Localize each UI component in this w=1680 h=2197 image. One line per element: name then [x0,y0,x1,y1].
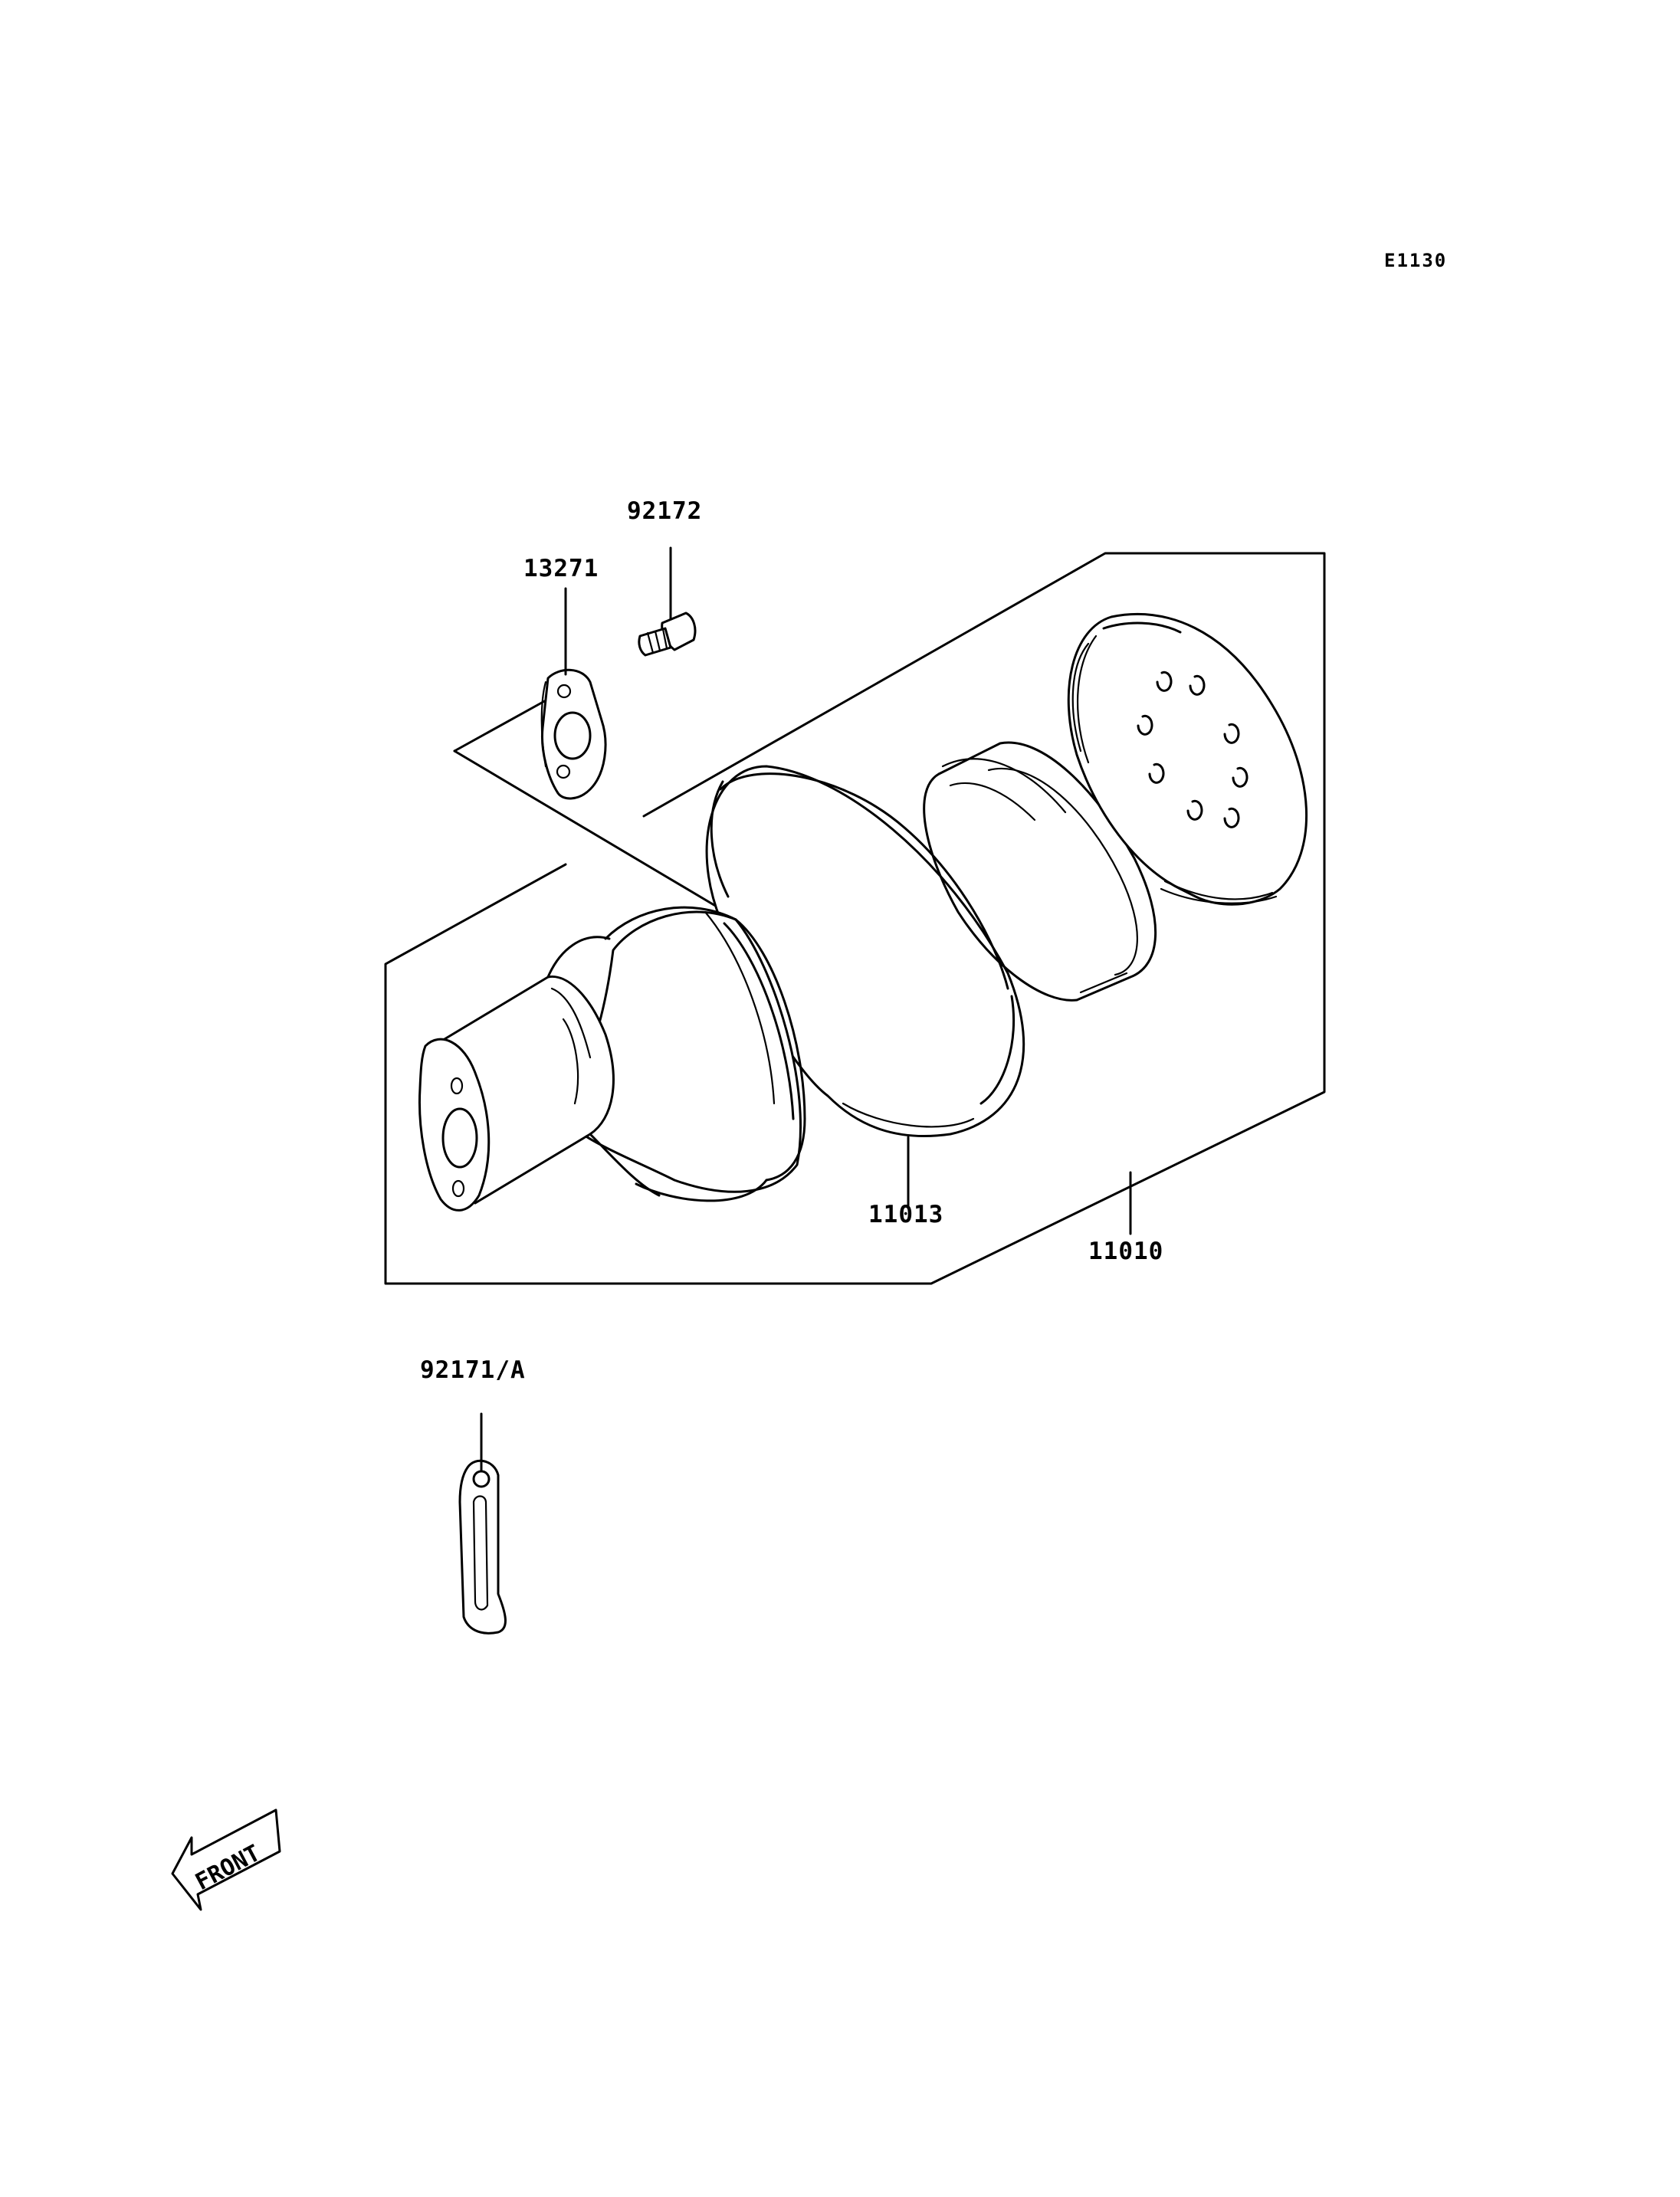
front-direction-arrow-icon: FRONT [171,1808,281,1911]
cover-holes [1137,671,1249,828]
filter-ring-icon [923,741,1157,1002]
filter-cover-icon [1067,612,1308,906]
diagram-code: E1130 [1384,250,1447,271]
part-number-11010[interactable]: 11010 [1088,1238,1163,1265]
part-number-92172[interactable]: 92172 [627,497,702,525]
clamp-bracket-icon [458,1459,507,1635]
gasket-icon [540,668,607,800]
part-number-13271[interactable]: 13271 [523,555,599,582]
bolt-icon [638,612,697,657]
air-cleaner-case-icon [418,906,806,1212]
part-number-11013[interactable]: 11013 [868,1201,943,1228]
leader-lines [480,546,1132,1473]
assembly-boundary [384,552,1326,1285]
part-number-92171-a[interactable]: 92171/A [420,1356,526,1384]
